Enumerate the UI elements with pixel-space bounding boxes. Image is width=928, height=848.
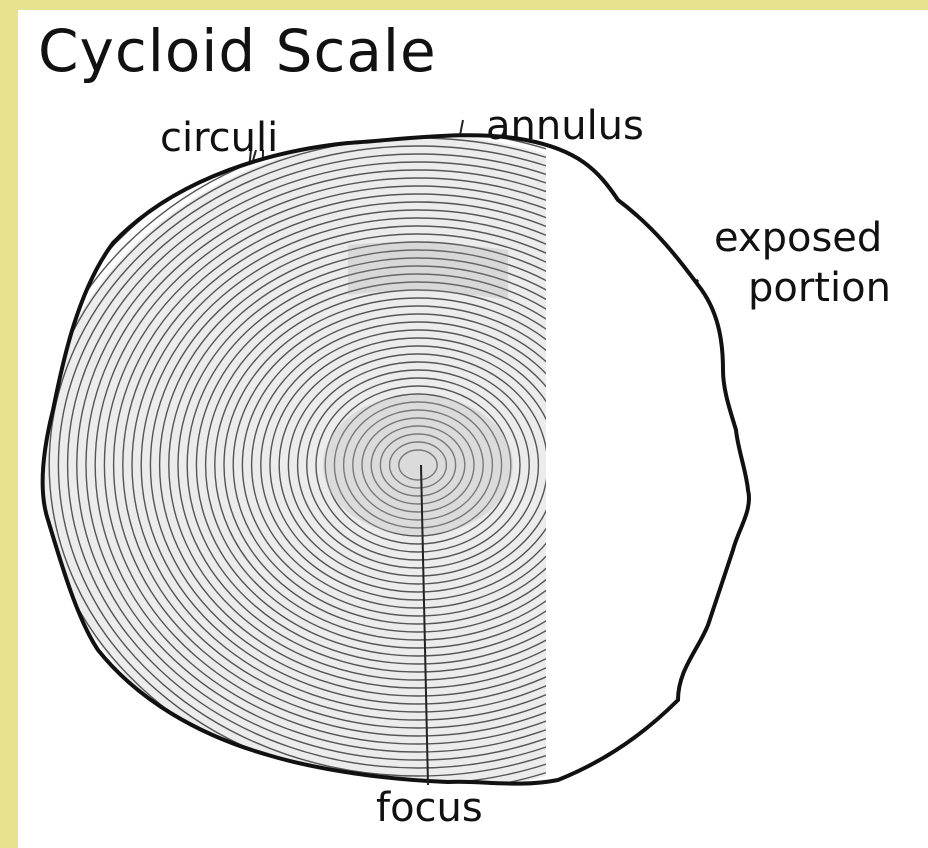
label-portion: portion bbox=[748, 268, 891, 308]
cycloid-scale-diagram bbox=[18, 10, 928, 848]
label-circuli: circuli bbox=[160, 118, 278, 158]
label-annulus: annulus bbox=[486, 106, 644, 146]
label-exposed: exposed bbox=[714, 218, 882, 258]
diagram-title: Cycloid Scale bbox=[38, 22, 437, 80]
label-focus: focus bbox=[376, 788, 483, 828]
focus-region-shading bbox=[323, 395, 513, 535]
diagram-panel: Cycloid Scale circuli annulus exposed po… bbox=[18, 10, 928, 848]
